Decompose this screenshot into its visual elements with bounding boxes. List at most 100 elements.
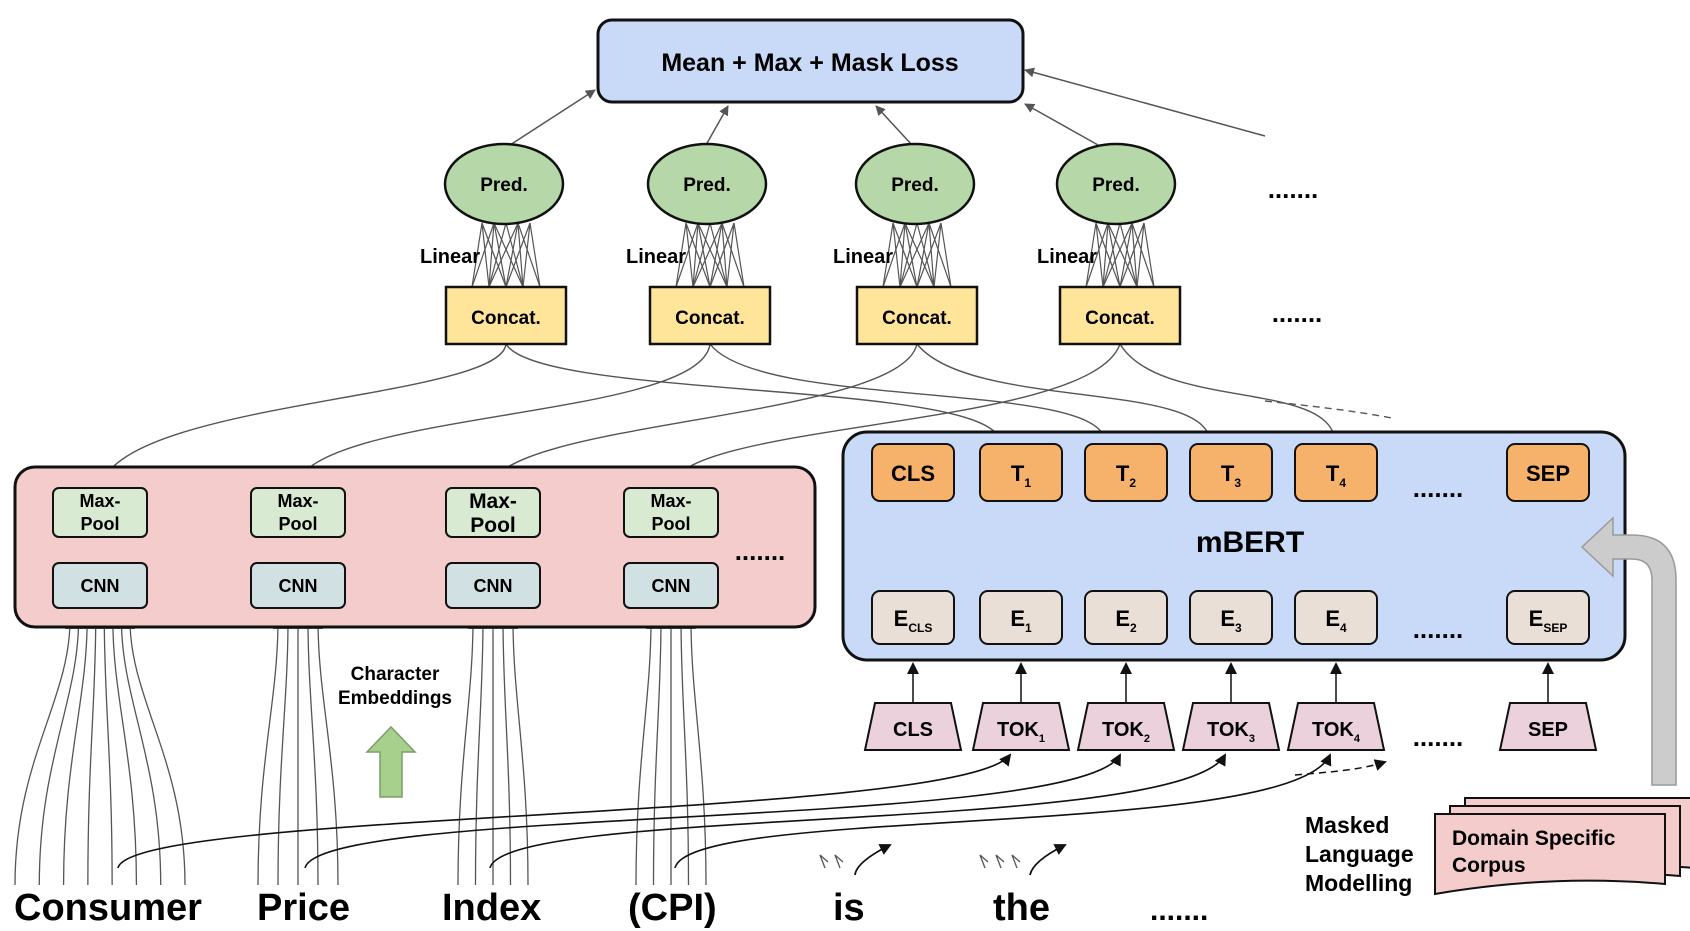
char-embedding-line xyxy=(676,619,690,886)
is-word-arrows xyxy=(819,844,892,876)
linear-fan-line xyxy=(721,222,728,288)
linear-fan-line xyxy=(692,222,699,288)
more-to-loss-arrow xyxy=(1024,67,1266,137)
concat-box-2 xyxy=(648,285,772,346)
input-token-box-3 xyxy=(1181,702,1281,751)
linear-fan-line xyxy=(733,222,745,288)
cnn-4: CNN xyxy=(623,562,719,609)
token-ellipsis: ....... xyxy=(1413,722,1464,752)
linear-fan-line xyxy=(517,222,524,288)
maxpool-2-line1: Max- xyxy=(277,491,318,511)
output-token-label-3: T3 xyxy=(1221,461,1241,490)
embedding-box-4 xyxy=(1294,590,1378,645)
price-to-tok2 xyxy=(304,753,1121,869)
linear-fan-line xyxy=(1085,222,1109,288)
concat-label-2: Concat. xyxy=(675,308,745,329)
output-token-box-3 xyxy=(1189,443,1273,502)
cnn-4-label: CNN xyxy=(652,576,691,596)
char-embedding-line xyxy=(652,619,666,886)
embedding-label-0: ECLS xyxy=(894,606,933,635)
embed-ellipsis: ....... xyxy=(1413,614,1464,644)
linear-fan-line xyxy=(916,222,942,288)
linear-fan-line xyxy=(675,222,687,288)
input-token-label-3: TOK3 xyxy=(1207,719,1255,745)
linear-fan-line xyxy=(1131,222,1138,288)
char-cnn-panel: Max- Pool Max- Pool Max- Pool Max- Pool … xyxy=(13,465,817,629)
mbert-title: mBERT xyxy=(1196,526,1304,559)
embedding-label-5: ESEP xyxy=(1529,606,1568,635)
concat3-to-maxpool3 xyxy=(489,343,918,489)
output-token-box-2 xyxy=(1084,443,1168,502)
char-embedding-line xyxy=(14,619,75,886)
output-token-label-5: SEP xyxy=(1526,461,1570,486)
linear-fan-line xyxy=(1102,222,1109,288)
linear-fan-line xyxy=(517,222,541,288)
linear-fan-line xyxy=(692,222,723,288)
linear-fan-line xyxy=(1119,222,1138,288)
linear-fan-line xyxy=(916,222,930,288)
concat-box-1 xyxy=(444,285,568,346)
word-price: Price xyxy=(257,887,350,929)
output-token-box-1 xyxy=(979,443,1063,502)
char-cnn-panel-bg xyxy=(13,465,817,629)
concat-label-1: Concat. xyxy=(471,308,541,329)
loss-label: Mean + Max + Mask Loss xyxy=(661,49,958,77)
linear-label-2: Linear xyxy=(626,246,686,268)
cnn-3-label: CNN xyxy=(474,576,513,596)
input-token-label-0: CLS xyxy=(893,719,933,741)
linear-fan-line xyxy=(940,222,952,288)
linear-fan-line xyxy=(697,222,711,288)
concat4-to-maxpool4 xyxy=(669,343,1121,489)
pred2-to-loss-arrow xyxy=(705,105,729,146)
pred-node-4 xyxy=(1055,142,1177,226)
char-embedding-line xyxy=(107,619,138,886)
linear-fan-line xyxy=(1119,222,1133,288)
linear-fan-line xyxy=(1095,222,1104,288)
domain-corpus-stack: Domain Specific Corpus xyxy=(1434,797,1690,896)
linear-fan-line xyxy=(1136,222,1145,288)
up-arrow-icon xyxy=(365,725,417,798)
output-token-box-5 xyxy=(1506,443,1590,502)
linear-fan-line xyxy=(892,222,901,288)
concat1-to-t1 xyxy=(505,343,1001,442)
char-embedding-line xyxy=(38,619,84,886)
word-the: the xyxy=(993,887,1050,929)
linear-label-1: Linear xyxy=(420,246,480,268)
output-token-box-0 xyxy=(871,443,955,502)
embedding-box-3 xyxy=(1189,590,1273,645)
index-to-tok3 xyxy=(489,753,1226,869)
pred-node-3 xyxy=(854,142,976,226)
linear-fan-line xyxy=(933,222,942,288)
maxpool-1-line1: Max- xyxy=(79,491,120,511)
linear-fan-line xyxy=(709,222,735,288)
word-is: is xyxy=(833,887,865,929)
mlm-line3: Modelling xyxy=(1305,870,1412,896)
pred4-to-loss-arrow xyxy=(1024,103,1099,146)
char-embedding-line xyxy=(508,619,529,886)
char-embeddings-annotation: Character Embeddings xyxy=(338,664,452,798)
embedding-label-1: E1 xyxy=(1010,606,1032,635)
linear-fan-line xyxy=(726,222,735,288)
linear-fan-line xyxy=(899,222,906,288)
concat-box-4 xyxy=(1058,285,1182,346)
maxpool-2: Max- Pool xyxy=(250,487,346,538)
linear-fan-line xyxy=(1085,222,1097,288)
input-sentence: Consumer Price Index (CPI) is the ......… xyxy=(14,887,1208,929)
linear-fan-line xyxy=(488,222,507,288)
embedding-box-0 xyxy=(871,590,955,645)
word-index: Index xyxy=(442,887,541,929)
concat-label-4: Concat. xyxy=(1085,308,1155,329)
linear-fan-line xyxy=(709,222,723,288)
linear-fan-line xyxy=(471,222,495,288)
char-embedding-line xyxy=(277,619,293,886)
linear-fan-line xyxy=(675,222,699,288)
output-token-label-2: T2 xyxy=(1116,461,1136,490)
cnn-3: CNN xyxy=(445,562,541,609)
embedding-box-2 xyxy=(1084,590,1168,645)
output-ellipsis: ....... xyxy=(1413,473,1464,503)
linear-fan-line xyxy=(471,222,483,288)
word-cpi: (CPI) xyxy=(628,887,717,929)
pretraining-arrow-icon xyxy=(1580,516,1677,786)
concat2-to-maxpool2 xyxy=(294,343,711,489)
